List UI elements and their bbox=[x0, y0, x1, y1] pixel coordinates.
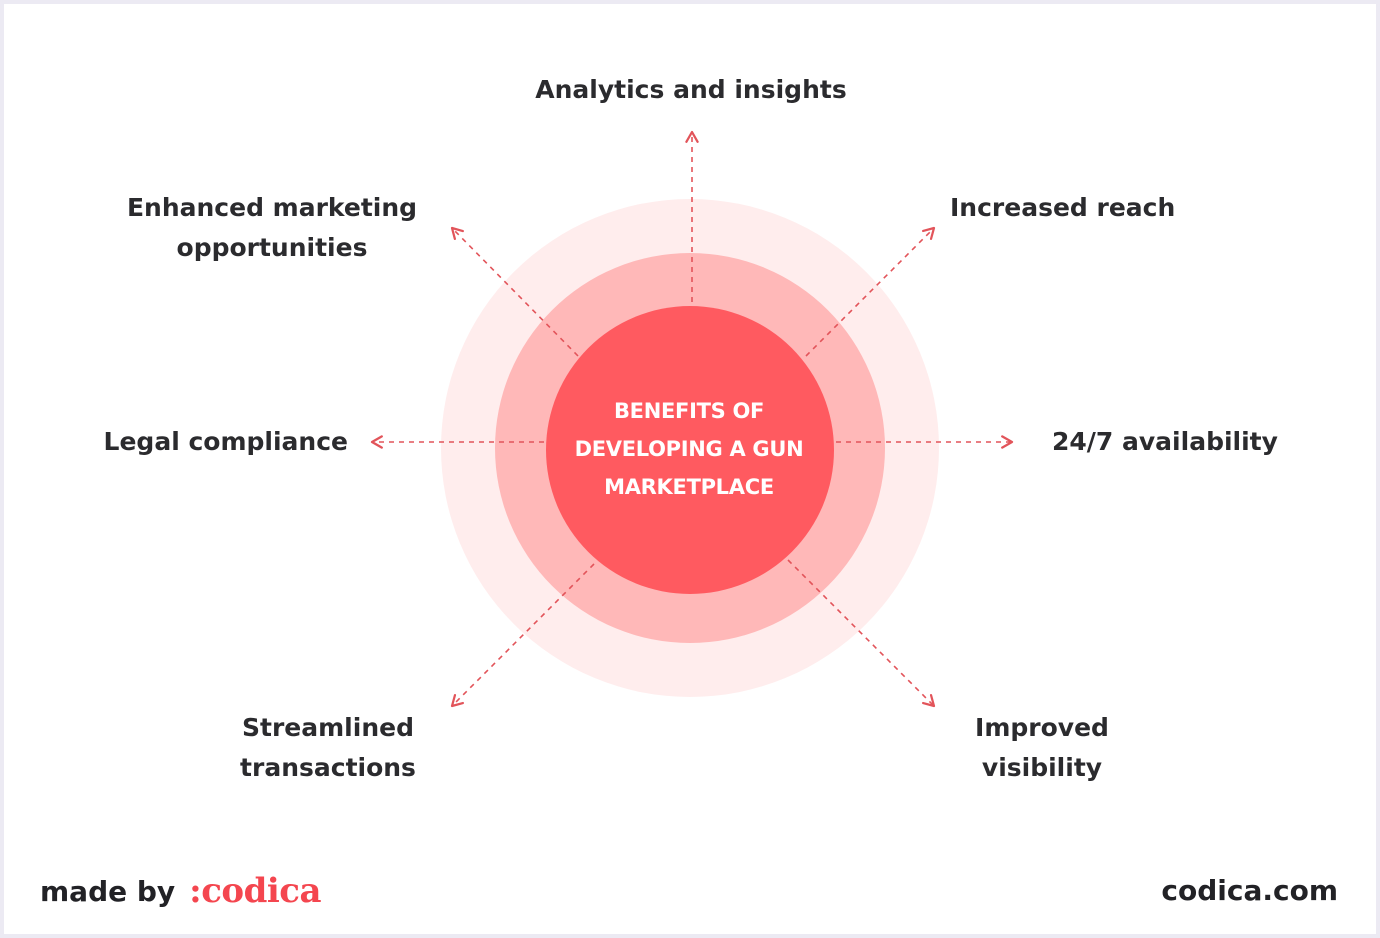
arrow-top-right bbox=[805, 226, 936, 357]
made-by-text: made by bbox=[40, 874, 176, 908]
footer-attribution: made by :codica bbox=[40, 866, 322, 916]
benefit-legal-compliance: Legal compliance bbox=[60, 422, 348, 462]
benefit-streamlined-transactions: Streamlined transactions bbox=[206, 708, 450, 788]
benefit-label: Streamlined bbox=[242, 713, 414, 742]
benefit-label: Increased reach bbox=[950, 193, 1176, 222]
center-title: BENEFITS OF DEVELOPING A GUN MARKETPLACE bbox=[548, 392, 830, 506]
benefit-improved-visibility: Improved visibility bbox=[920, 708, 1164, 788]
benefit-label: 24/7 availability bbox=[1052, 427, 1278, 456]
codica-logo: :codica bbox=[189, 871, 322, 911]
benefit-label: transactions bbox=[240, 753, 416, 782]
benefit-increased-reach: Increased reach bbox=[950, 188, 1210, 228]
arrow-bottom-left bbox=[450, 563, 595, 708]
benefit-label: opportunities bbox=[176, 233, 368, 262]
core-circle bbox=[546, 306, 834, 594]
center-title-line-1: BENEFITS OF bbox=[613, 399, 765, 423]
benefit-analytics-insights: Analytics and insights bbox=[510, 70, 872, 110]
benefit-label: Improved bbox=[975, 713, 1109, 742]
benefit-label: visibility bbox=[981, 753, 1103, 782]
benefit-label: Analytics and insights bbox=[535, 75, 847, 104]
benefit-availability: 24/7 availability bbox=[1052, 422, 1312, 462]
benefit-label: Enhanced marketing bbox=[126, 193, 418, 222]
site-url: codica.com bbox=[1161, 874, 1338, 907]
center-title-line-2: DEVELOPING A GUN bbox=[574, 437, 804, 461]
center-title-line-3: MARKETPLACE bbox=[604, 475, 774, 499]
arrow-bottom-right bbox=[787, 559, 936, 708]
benefit-enhanced-marketing: Enhanced marketing opportunities bbox=[96, 188, 448, 268]
benefit-label: Legal compliance bbox=[103, 427, 348, 456]
